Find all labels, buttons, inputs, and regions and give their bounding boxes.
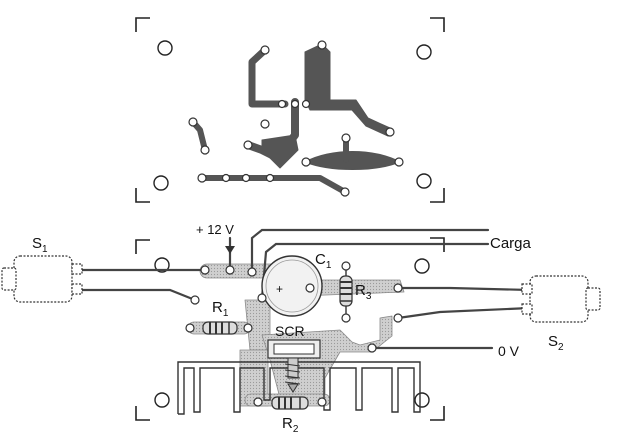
bottom-board [1, 228, 601, 421]
resistor-r1 [202, 321, 238, 335]
label-ground: 0 V [498, 343, 520, 359]
switch-s1 [1, 255, 83, 303]
top-board [135, 17, 445, 203]
heat-sink [177, 361, 421, 415]
top-board-corner-marks [135, 17, 445, 203]
label-supply: + 12 V [196, 222, 234, 237]
label-s2: S2 [548, 333, 564, 353]
resistor-r2 [271, 396, 309, 410]
switch-s2 [521, 275, 601, 323]
label-r1: R1 [212, 299, 229, 319]
top-board-mounting-holes [153, 40, 432, 191]
resistor-r3 [339, 268, 353, 316]
bottom-board-corner-marks [135, 237, 445, 421]
supply-arrow [225, 246, 235, 254]
top-board-traces [190, 43, 401, 195]
label-s1: S1 [32, 235, 48, 255]
capacitor-c1 [261, 255, 323, 317]
bottom-board-wires [78, 228, 532, 350]
label-r3: R3 [355, 282, 372, 302]
label-c1: C1 [315, 251, 332, 271]
label-scr: SCR [275, 323, 305, 339]
label-cap-plus: + [276, 282, 283, 296]
top-board-pads [188, 40, 404, 197]
label-r2: R2 [282, 415, 299, 435]
labels: S1 + 12 V Carga C1 + R3 R1 SCR S2 0 V R2 [32, 222, 564, 435]
bottom-board-pads [185, 261, 403, 407]
bottom-board-mounting-holes [154, 257, 430, 408]
scr-component [267, 339, 321, 393]
label-load: Carga [490, 235, 532, 252]
